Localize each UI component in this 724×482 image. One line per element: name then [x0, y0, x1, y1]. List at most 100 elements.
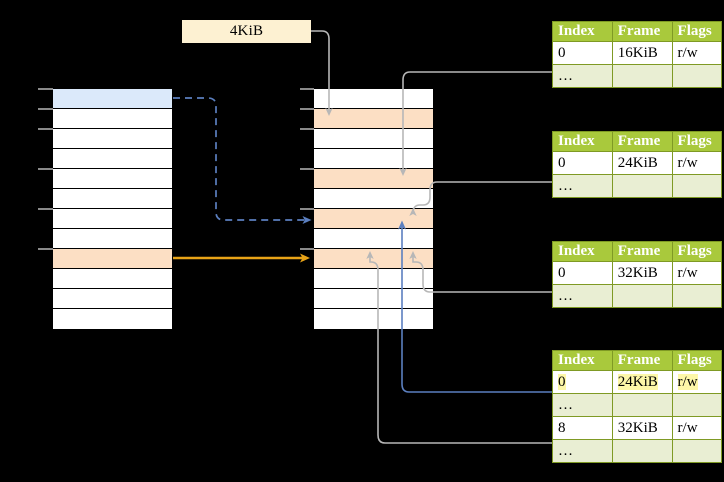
vaddr-row-11[interactable] — [53, 309, 172, 329]
cell-frame: 32KiB — [611, 416, 673, 440]
table-header-row: Index Frame Flags — [552, 350, 723, 371]
frame-row-10[interactable] — [314, 289, 433, 309]
cell-frame: 24KiB — [611, 370, 673, 394]
column-header-frame: Frame — [611, 241, 673, 262]
vaddr-row-7[interactable] — [53, 229, 172, 249]
table-row[interactable]: 0 24KiB r/w — [552, 370, 723, 394]
table-header-row: Index Frame Flags — [552, 21, 723, 42]
frame-row-6[interactable] — [314, 209, 433, 229]
table-row[interactable]: 8 32KiB r/w — [552, 416, 723, 440]
page-table-2[interactable]: Index Frame Flags 0 24KiB r/w … — [552, 131, 723, 198]
table-row[interactable]: 0 16KiB r/w — [552, 41, 723, 65]
cell-flags — [671, 64, 723, 88]
table-row[interactable]: … — [552, 174, 723, 198]
table-row[interactable]: … — [552, 284, 723, 308]
cell-flags — [671, 393, 723, 417]
page-size-label: 4KiB — [182, 20, 311, 43]
cell-frame: 32KiB — [611, 261, 673, 285]
vaddr-row-3[interactable] — [53, 149, 172, 169]
cell-flags — [671, 174, 723, 198]
cell-index: … — [552, 174, 613, 198]
cell-flags-value: r/w — [677, 373, 698, 390]
vaddr-row-0[interactable] — [53, 89, 172, 109]
cell-flags — [671, 284, 723, 308]
tick-mark — [38, 168, 53, 170]
table-header-row: Index Frame Flags — [552, 241, 723, 262]
table-row[interactable]: … — [552, 64, 723, 88]
tick-mark — [38, 128, 53, 130]
vaddr-row-6[interactable] — [53, 209, 172, 229]
cell-frame: 16KiB — [611, 41, 673, 65]
table-row[interactable]: 0 24KiB r/w — [552, 151, 723, 175]
frame-row-2[interactable] — [314, 129, 433, 149]
column-header-flags: Flags — [671, 241, 723, 262]
column-header-frame: Frame — [611, 21, 673, 42]
frame-row-3[interactable] — [314, 149, 433, 169]
cell-index: 0 — [552, 370, 613, 394]
page-table-4[interactable]: Index Frame Flags 0 24KiB r/w … 8 32KiB … — [552, 350, 723, 463]
column-header-index: Index — [552, 350, 613, 371]
tick-mark — [300, 168, 314, 170]
frame-row-8[interactable] — [314, 249, 433, 269]
frame-row-7[interactable] — [314, 229, 433, 249]
tick-mark — [38, 88, 53, 90]
cell-flags: r/w — [671, 416, 723, 440]
tick-mark — [300, 208, 314, 210]
cell-flags: r/w — [671, 370, 723, 394]
virtual-address-space-column — [52, 88, 173, 329]
vaddr-row-10[interactable] — [53, 289, 172, 309]
frame-row-1[interactable] — [314, 109, 433, 129]
cell-flags — [671, 439, 723, 463]
cell-index: 0 — [552, 261, 613, 285]
frame-row-5[interactable] — [314, 189, 433, 209]
column-header-flags: Flags — [671, 350, 723, 371]
cell-flags: r/w — [671, 151, 723, 175]
cell-frame: 24KiB — [611, 151, 673, 175]
table-row[interactable]: … — [552, 393, 723, 417]
column-header-frame: Frame — [611, 350, 673, 371]
column-header-index: Index — [552, 131, 613, 152]
frame-row-11[interactable] — [314, 309, 433, 329]
tick-mark — [300, 128, 314, 130]
tick-mark — [38, 248, 53, 250]
cell-frame — [611, 439, 673, 463]
cell-index: 0 — [552, 41, 613, 65]
cell-frame — [611, 284, 673, 308]
tick-mark — [300, 108, 314, 110]
cell-frame-value: 24KiB — [617, 373, 658, 390]
tick-mark — [38, 208, 53, 210]
cell-frame — [611, 174, 673, 198]
cell-frame — [611, 393, 673, 417]
frame-row-0[interactable] — [314, 89, 433, 109]
vaddr-row-1[interactable] — [53, 109, 172, 129]
cell-index: … — [552, 393, 613, 417]
cell-index: 8 — [552, 416, 613, 440]
column-header-index: Index — [552, 21, 613, 42]
vaddr-row-5[interactable] — [53, 189, 172, 209]
vaddr-row-8[interactable] — [53, 249, 172, 269]
table-row[interactable]: 0 32KiB r/w — [552, 261, 723, 285]
vaddr-row-4[interactable] — [53, 169, 172, 189]
cell-index-value: 0 — [558, 373, 566, 390]
cell-index: 0 — [552, 151, 613, 175]
vaddr-row-2[interactable] — [53, 129, 172, 149]
table-row[interactable]: … — [552, 439, 723, 463]
cell-flags: r/w — [671, 41, 723, 65]
cell-frame — [611, 64, 673, 88]
page-table-3[interactable]: Index Frame Flags 0 32KiB r/w … — [552, 241, 723, 308]
cell-index: … — [552, 64, 613, 88]
frame-row-4[interactable] — [314, 169, 433, 189]
column-header-index: Index — [552, 241, 613, 262]
wire-vaddr0-to-frame — [173, 97, 312, 224]
column-header-frame: Frame — [611, 131, 673, 152]
cell-index: … — [552, 439, 613, 463]
vaddr-row-9[interactable] — [53, 269, 172, 289]
page-table-1[interactable]: Index Frame Flags 0 16KiB r/w … — [552, 21, 723, 88]
cell-index: … — [552, 284, 613, 308]
frame-row-9[interactable] — [314, 269, 433, 289]
column-header-flags: Flags — [671, 131, 723, 152]
tick-mark — [300, 248, 314, 250]
tick-mark — [38, 108, 53, 110]
physical-memory-column — [313, 88, 434, 329]
